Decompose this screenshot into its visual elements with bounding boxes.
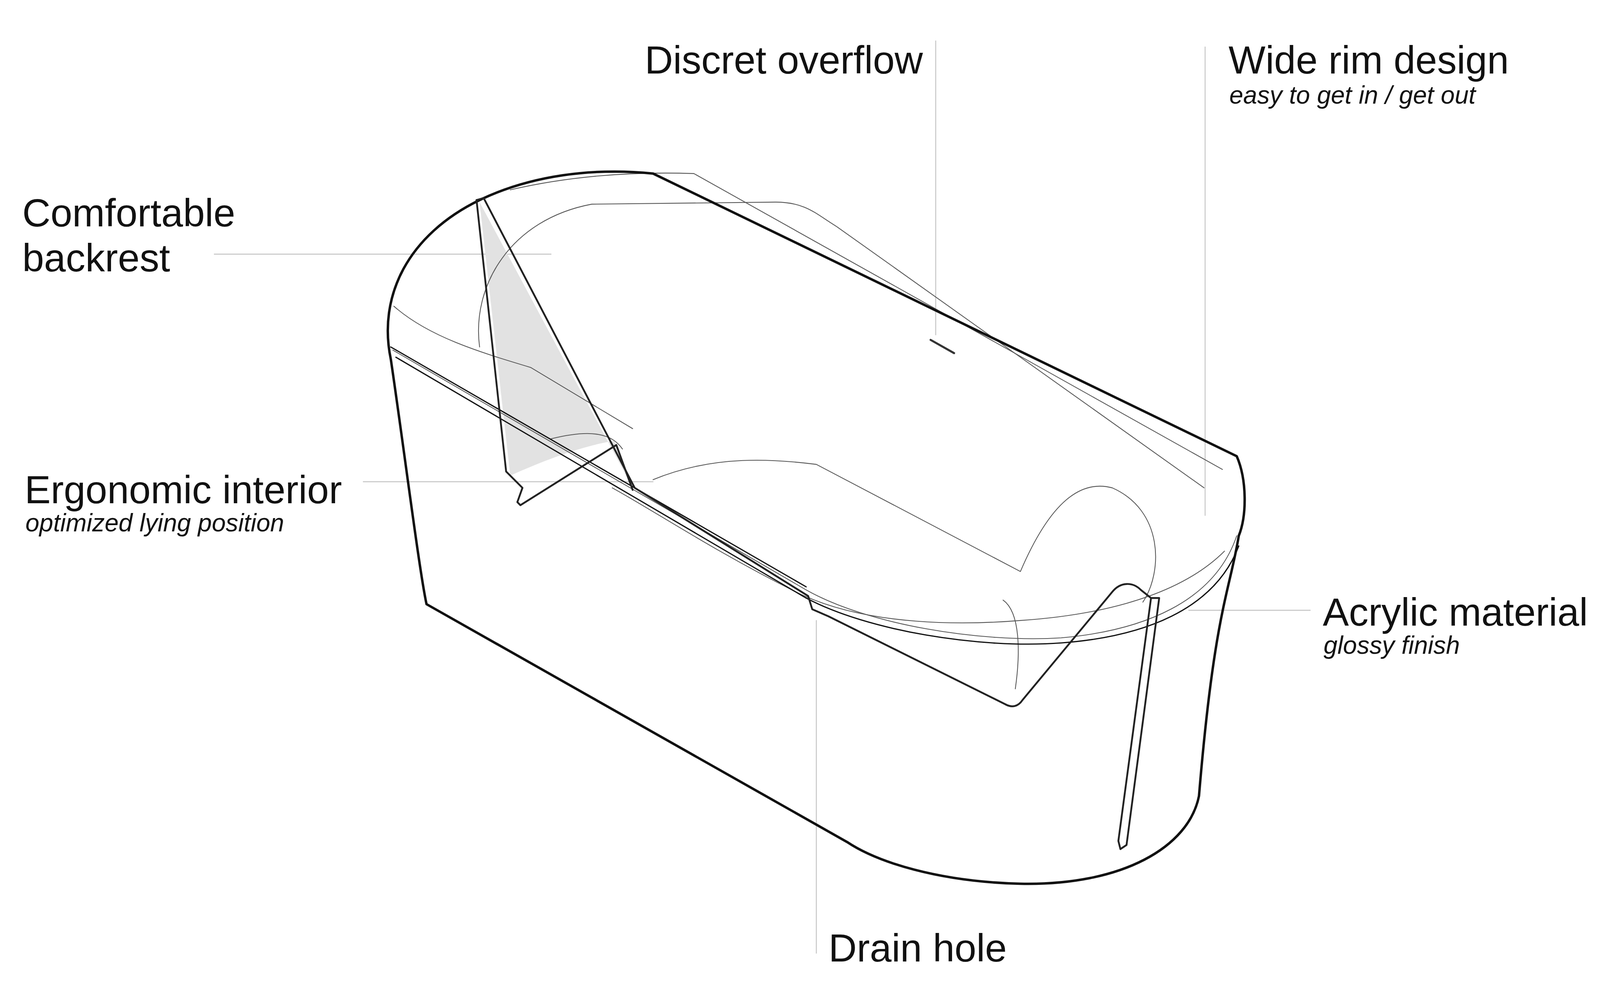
- rim-edge: [391, 346, 807, 587]
- section-line: [476, 197, 1160, 849]
- basin-outline: [478, 202, 1205, 488]
- callout-label: Discret overflow: [644, 37, 923, 83]
- leader-line: [1188, 609, 1311, 611]
- rim-edges: [391, 346, 1240, 644]
- callout-label: Acrylic material: [1322, 589, 1588, 635]
- backrest-curve: [550, 433, 623, 450]
- basin-floor: [652, 460, 1156, 603]
- leader-line: [816, 620, 817, 954]
- rim-edge: [806, 545, 1240, 644]
- rim-left-line: [393, 306, 633, 429]
- leader-line: [1204, 46, 1206, 516]
- rim-inner: [510, 173, 1223, 470]
- callout-subtitle: optimized lying position: [25, 508, 285, 538]
- callout-label: Comfortable backrest: [22, 190, 296, 281]
- section-line: [476, 200, 633, 506]
- leader-lines: [214, 41, 1311, 954]
- callout-label: Drain hole: [828, 925, 1007, 971]
- callout-label: Wide rim design: [1228, 37, 1509, 83]
- section-outline: [476, 197, 1160, 849]
- inner-lines: [392, 173, 1237, 863]
- basin-bottom: [612, 487, 1225, 623]
- leader-line: [935, 41, 937, 336]
- outer-outline: [387, 171, 1245, 885]
- overflow-slot: [930, 339, 955, 354]
- callout-subtitle: glossy finish: [1323, 631, 1461, 661]
- tub-body: [387, 171, 1245, 885]
- callout-label: Ergonomic interior: [24, 467, 342, 513]
- rim-edge: [396, 357, 807, 599]
- callout-subtitle: easy to get in / get out: [1229, 80, 1476, 110]
